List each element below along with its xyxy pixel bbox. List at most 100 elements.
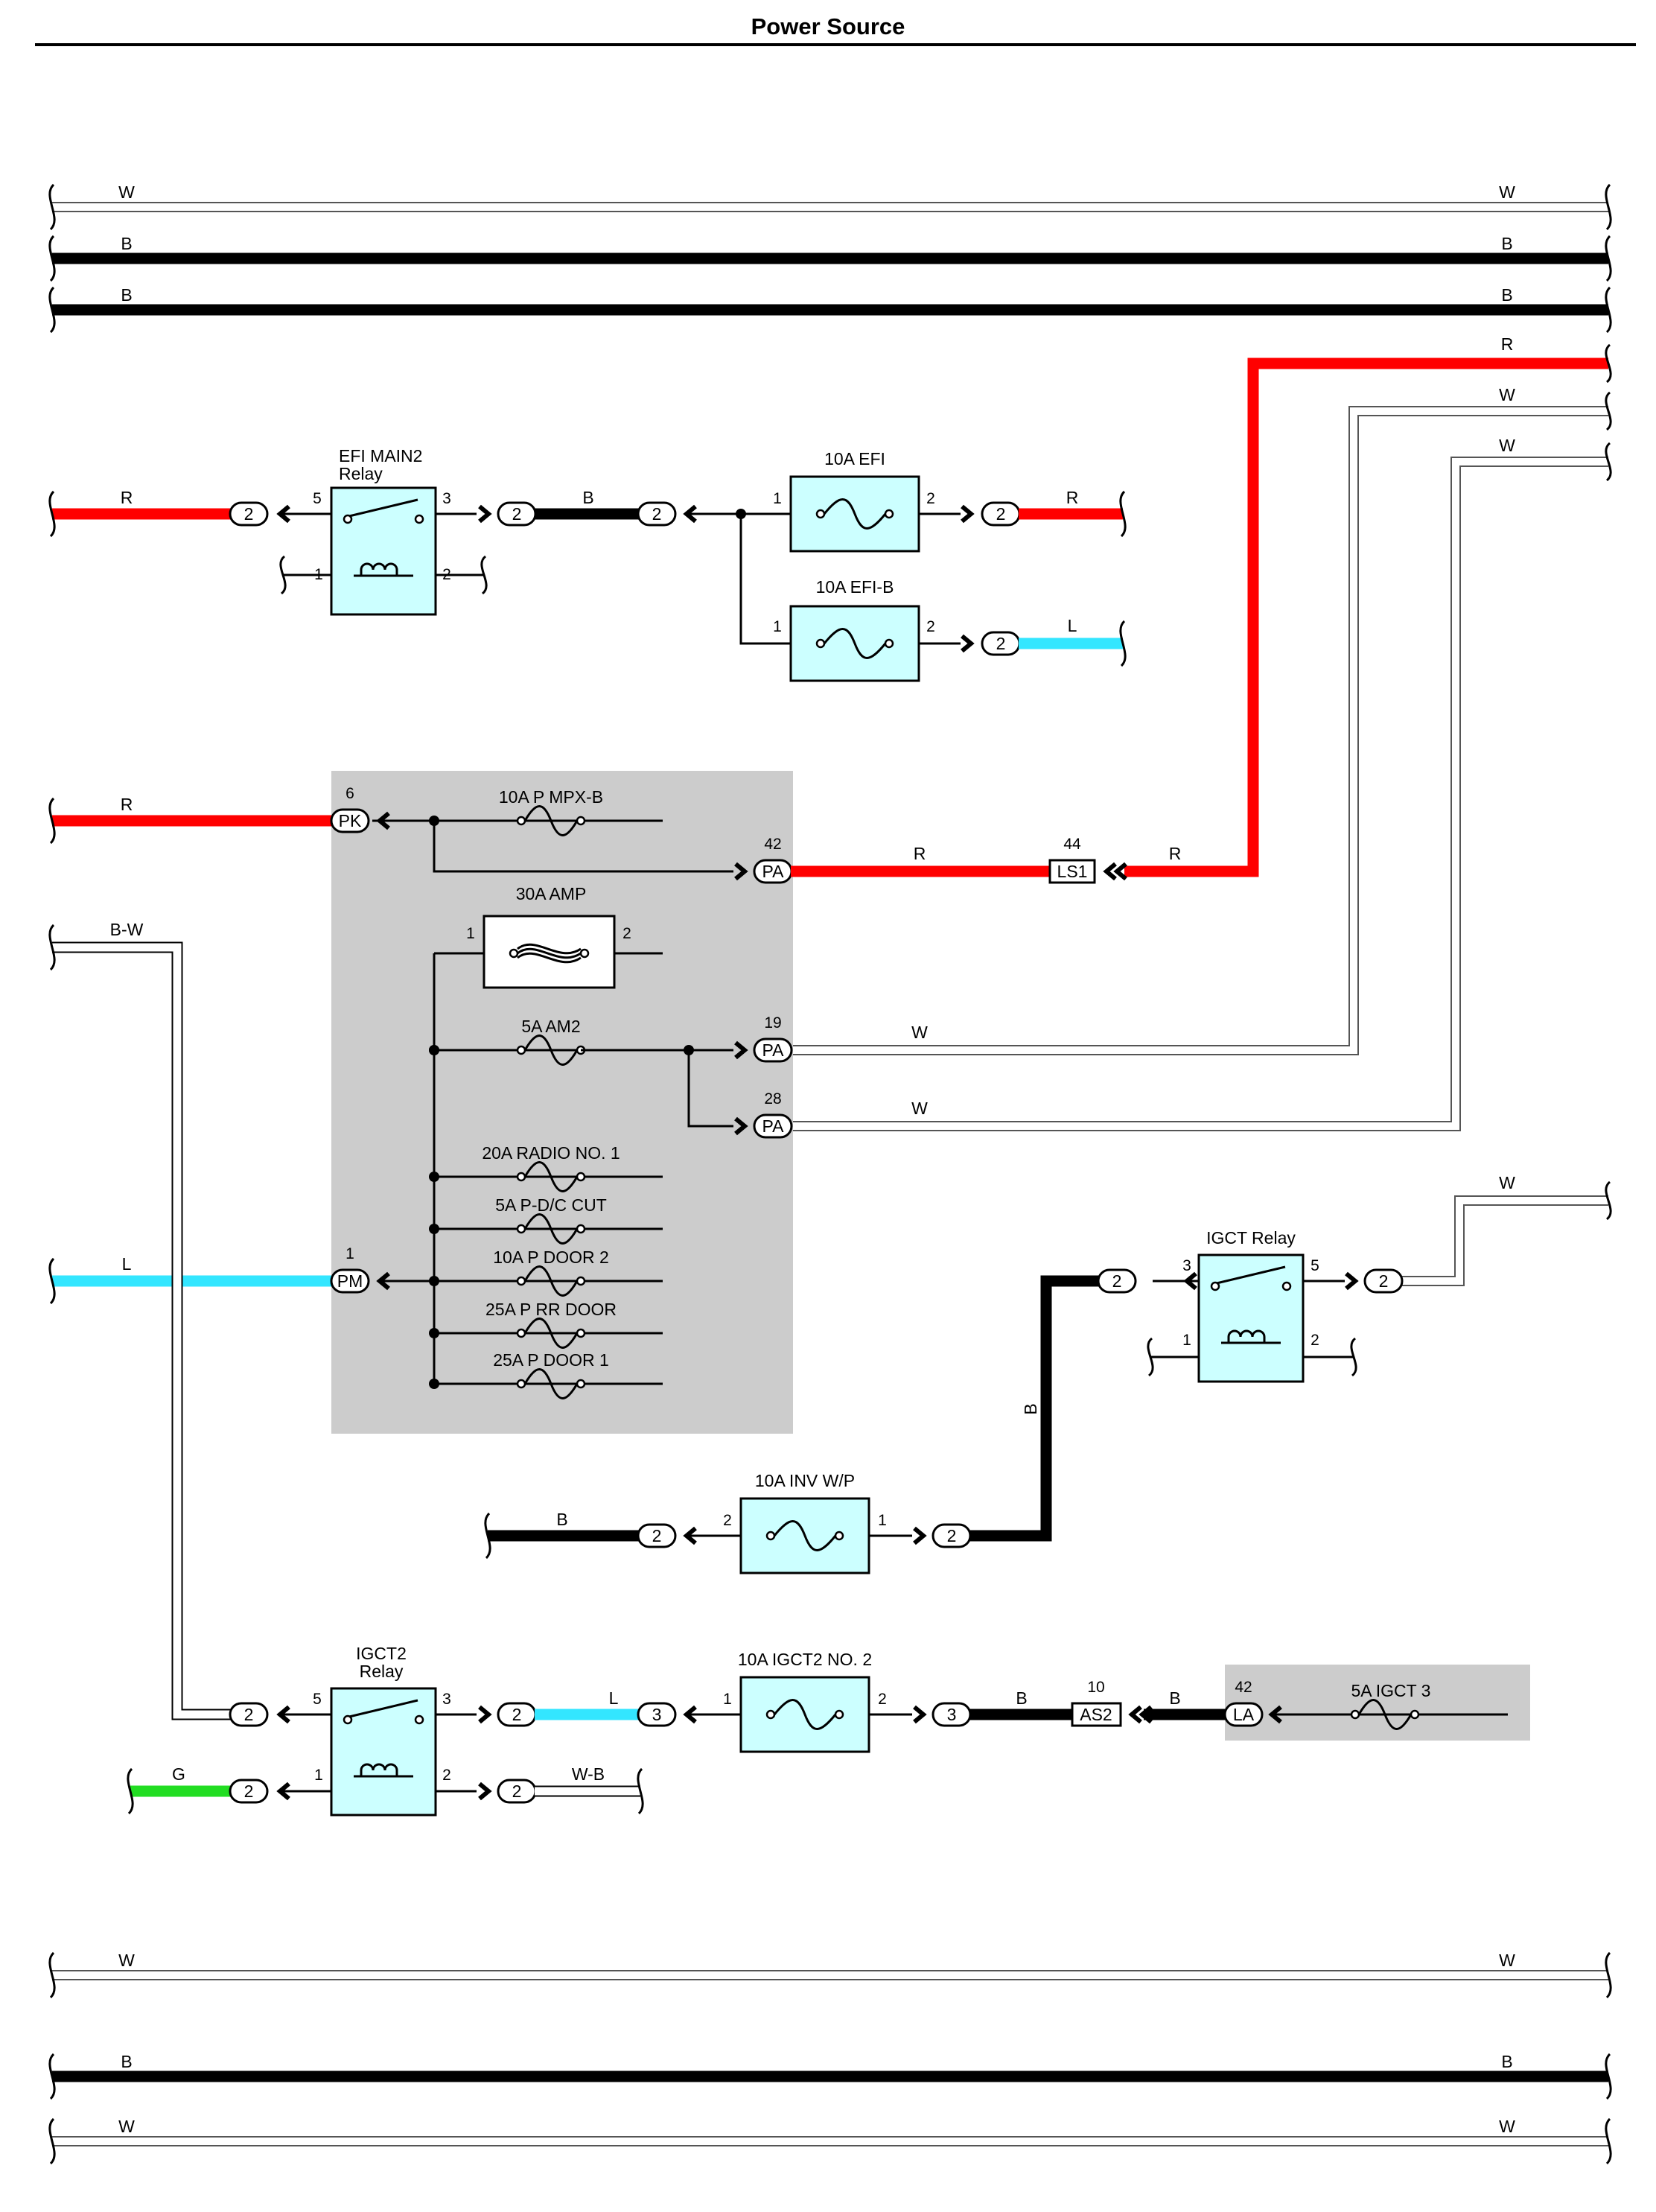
fuse-efi-b-element xyxy=(823,628,887,659)
wire-la-b-label: B xyxy=(1169,1688,1180,1708)
junction-jb-7 xyxy=(429,1379,439,1389)
efi-main2-relay-switch-arm xyxy=(348,498,418,518)
conn-inv-in xyxy=(637,1523,677,1548)
conn-pa42-pin: 42 xyxy=(764,836,781,853)
conn-efi-relay-in-label: 2 xyxy=(244,504,254,524)
fuse-amp-element-1 xyxy=(517,947,582,959)
arrow-efi-b-out xyxy=(961,634,975,653)
efi-main2-relay-coil xyxy=(360,562,398,576)
fuse-p-door-2-name: 10A P DOOR 2 xyxy=(493,1248,609,1267)
conn-ls1-label: LS1 xyxy=(1057,862,1088,881)
wire-jb-r-in-break xyxy=(48,797,56,845)
fuse-p-door-2-end-b xyxy=(576,1276,586,1286)
fuse-p-door-1-end-a xyxy=(516,1379,526,1389)
wire-efi-out-break xyxy=(1119,490,1127,538)
wire-pa42-r-label: R xyxy=(914,844,926,863)
fuse-efi-b-end-a xyxy=(815,638,826,649)
igct2-pin2: 2 xyxy=(442,1767,451,1784)
fuse-igct2-no2-name: 10A IGCT2 NO. 2 xyxy=(738,1650,872,1669)
arrow-efi-relay-in xyxy=(276,504,290,524)
fuse-p-rr-door-end-b xyxy=(576,1328,586,1338)
wire-efi-mid-label: B xyxy=(582,488,593,507)
wire-bw xyxy=(52,943,232,1719)
bus-bot-break-left-1 xyxy=(48,2053,56,2100)
fuse-p-mpx-b-end-b xyxy=(576,816,586,826)
igct-relay-contact-a xyxy=(1210,1281,1220,1291)
conn-efi-out-label: 2 xyxy=(996,504,1006,524)
title-rule xyxy=(35,43,1636,46)
conn-pa19-pin: 19 xyxy=(764,1014,781,1032)
arrow-inv-out xyxy=(913,1526,927,1545)
fuse-efi-b-pin2: 2 xyxy=(926,618,935,635)
conn-as2-pin: 10 xyxy=(1087,1679,1104,1696)
wire-igct2-l-label: L xyxy=(609,1688,619,1708)
fuse-inv-wp-name: 10A INV W/P xyxy=(755,1471,855,1490)
fuse-efi-b-pin1: 1 xyxy=(773,618,782,635)
fuse-igct2-no2-end-b xyxy=(834,1709,844,1720)
igct-relay-contact-b xyxy=(1281,1281,1292,1291)
wire-inv-b-label: B xyxy=(556,1510,567,1529)
bus-top-w1-label-left: W xyxy=(118,182,135,202)
bus-top-break-left-1 xyxy=(48,235,56,282)
efi-main2-relay-contact-a xyxy=(343,514,353,524)
arrow-efi-out xyxy=(961,504,975,524)
igct2-relay-coil xyxy=(360,1763,398,1776)
bus-bot-break-left-0 xyxy=(48,1951,56,1999)
fuse-igct2-no2-end-a xyxy=(765,1709,776,1720)
conn-igct2-fuse-in-label: 3 xyxy=(652,1705,662,1724)
fuse-amp-pin1: 1 xyxy=(466,925,475,942)
page-title: Power Source xyxy=(751,13,905,39)
bus-top-break-right-0 xyxy=(1605,183,1612,231)
bus-top-break-left-2 xyxy=(48,286,56,334)
igct2-pin5: 5 xyxy=(313,1691,322,1708)
igct-relay-pin2: 2 xyxy=(1311,1332,1319,1349)
wire-igct-b-label: B xyxy=(1021,1403,1040,1414)
wire-efi-b-out-label: L xyxy=(1068,616,1077,635)
arrow-efi-fuse-in xyxy=(683,504,697,524)
conn-pa42-label: PA xyxy=(762,862,785,881)
wire-efi-coil-2-break xyxy=(480,555,488,595)
bus-top-w1-label-right: W xyxy=(1499,182,1515,202)
igct-relay-switch-arm xyxy=(1216,1265,1286,1285)
conn-la-pin: 42 xyxy=(1235,1679,1252,1696)
bus-top-b2-label-left: B xyxy=(121,234,132,253)
wire-efi-out-label: R xyxy=(1066,488,1079,507)
conn-igct2-in xyxy=(229,1702,269,1727)
bus-bot-w1-label-left: W xyxy=(118,1951,135,1970)
conn-la xyxy=(1223,1702,1264,1727)
wire-w-feed-28-label: W xyxy=(1499,436,1515,455)
bus-top-break-right-2 xyxy=(1605,286,1612,334)
fuse-p-rr-door-element xyxy=(523,1318,579,1349)
fuse-p-dc-cut-end-a xyxy=(516,1224,526,1234)
junction-jb-4 xyxy=(429,1224,439,1234)
wire-igct-b xyxy=(968,1275,1099,1542)
bus-bot-b2-label-left: B xyxy=(121,2052,132,2071)
conn-pk-pin: 6 xyxy=(345,785,354,802)
efi-main2-relay-name: EFI MAIN2 xyxy=(339,446,422,465)
fuse-p-door-1-element xyxy=(523,1368,579,1399)
fuse-amp-element-2 xyxy=(517,952,582,964)
bus-bot-w3-label-left: W xyxy=(118,2117,135,2136)
fuse-am2-element xyxy=(523,1035,579,1066)
wire-w-igct-out xyxy=(1400,1197,1608,1285)
igct-relay-pin1: 1 xyxy=(1182,1332,1191,1349)
conn-efi-b-out-label: 2 xyxy=(996,634,1006,653)
wire-r-right-feed xyxy=(1124,357,1608,877)
fuse-efi-element xyxy=(823,498,887,530)
igct2-relay-contact-a xyxy=(343,1714,353,1725)
wire-pm-break xyxy=(48,1257,56,1305)
bus-top-b3-label-left: B xyxy=(121,285,132,305)
wire-jb-r-label: R xyxy=(121,795,133,814)
fuse-efi-end-b xyxy=(884,509,894,519)
igct2-relay-contact-b xyxy=(414,1714,424,1725)
igct-relay-coil xyxy=(1227,1329,1266,1343)
wire-igct-coil-2-break xyxy=(1350,1337,1357,1377)
conn-pm xyxy=(330,1268,370,1294)
conn-efi-relay-in xyxy=(229,501,269,527)
wire-w-igct-break xyxy=(1605,1180,1612,1221)
conn-ls1-pin: 44 xyxy=(1063,836,1081,853)
arrow-ls1-b xyxy=(1113,862,1127,881)
conn-igct2-coil-in-label: 2 xyxy=(244,1782,254,1801)
bus-bot-w3-label-right: W xyxy=(1499,2117,1515,2136)
fuse-p-door-2-element xyxy=(523,1265,579,1297)
